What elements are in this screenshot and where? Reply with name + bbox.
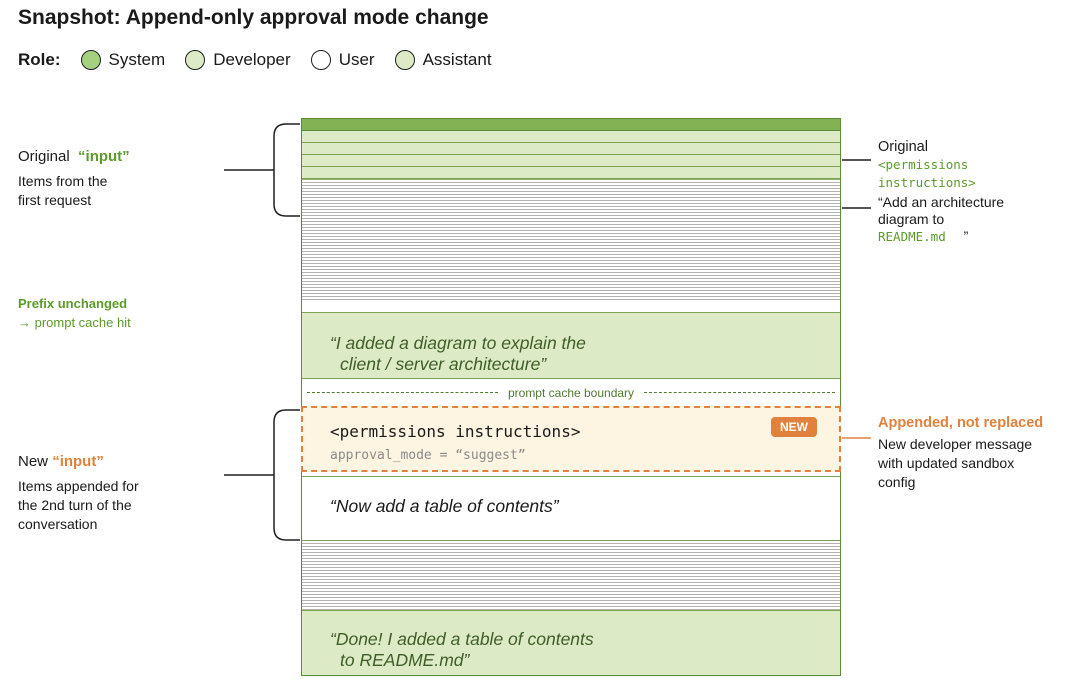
new-input-heading: New “input” (18, 452, 104, 471)
approval-mode-config: approval_mode = “suggest” (330, 448, 526, 463)
legend-item-developer: Developer (185, 50, 291, 70)
legend-item-user: User (310, 50, 375, 70)
legend-item-system: System (80, 50, 166, 70)
original-heading-text: Original (18, 148, 70, 165)
appended-line: config (878, 474, 916, 490)
new-input-desc: Items appended for the 2nd turn of the c… (18, 477, 139, 534)
prefix-line: → prompt cache hit (18, 315, 131, 330)
legend-item-label: Developer (213, 50, 291, 69)
quote-line: “Add an architecture (878, 194, 1005, 210)
appended-note: Appended, not replaced New developer mes… (878, 414, 1043, 492)
new-badge: NEW (771, 417, 817, 437)
quote-line: diagram to (878, 211, 945, 227)
prefix-line: Prefix unchanged (18, 296, 128, 311)
legend-item-label: User (338, 50, 375, 69)
new-developer-message: <permissions instructions> approval_mode… (301, 406, 841, 472)
boundary-dash-right (644, 392, 836, 393)
developer-swatch-icon (185, 50, 206, 70)
page-title: Snapshot: Append-only approval mode chan… (18, 6, 489, 29)
desc-line: the 2nd turn of the (18, 497, 132, 513)
original-label: Original (878, 139, 928, 155)
assistant-reply-line: “I added a diagram to explain the (330, 333, 586, 353)
desc-line: Items from the (18, 173, 108, 189)
assistant-reply-line: “Done! I added a table of contents (330, 629, 594, 649)
system-swatch-icon (80, 50, 101, 70)
role-legend: Role: System Developer User Assistant (18, 48, 512, 72)
developer-message-rows (302, 131, 840, 179)
message-stack: “I added a diagram to explain the client… (301, 118, 841, 676)
new-heading-text: New (18, 453, 49, 470)
assistant-reply-line: to README.md” (340, 650, 470, 670)
legend-item-assistant: Assistant (394, 50, 492, 70)
assistant-message-2: “Done! I added a table of contents to RE… (302, 610, 840, 675)
user-message: “Now add a table of contents” (302, 476, 840, 540)
system-message-row (302, 119, 840, 131)
original-input-desc: Items from the first request (18, 172, 107, 210)
prompt-cache-boundary: prompt cache boundary (302, 378, 840, 406)
original-items-rows (302, 179, 840, 301)
legend-label: Role: (18, 50, 61, 69)
permissions-tag-line: instructions> (878, 175, 976, 190)
user-swatch-icon (310, 50, 331, 70)
readme-filename: README.md (878, 229, 946, 244)
desc-line: first request (18, 192, 92, 208)
appended-line: with updated sandbox (878, 455, 1015, 471)
permissions-tag-line: <permissions (878, 157, 969, 172)
assistant-message-1: “I added a diagram to explain the client… (302, 312, 840, 378)
new-keyword: “input” (52, 453, 104, 470)
permissions-tag: <permissions instructions> (330, 422, 581, 441)
prefix-note: Prefix unchanged → prompt cache hit (18, 294, 131, 332)
assistant-reply-line: client / server architecture” (340, 354, 547, 374)
original-keyword: “input” (78, 148, 130, 165)
original-input-heading: Original “input” (18, 147, 130, 166)
desc-line: Items appended for (18, 478, 139, 494)
boundary-dash-left (307, 392, 498, 393)
appended-heading: Appended, not replaced (878, 415, 1044, 431)
legend-item-label: System (108, 50, 166, 69)
new-items-rows (302, 540, 840, 610)
quote-close: ” (963, 228, 969, 244)
cache-boundary-label: prompt cache boundary (507, 385, 635, 400)
user-message-text: “Now add a table of contents” (330, 496, 559, 516)
legend-item-label: Assistant (422, 50, 492, 69)
desc-line: conversation (18, 516, 98, 532)
original-user-quote: “Add an architecture diagram to README.m… (878, 194, 1004, 245)
original-permissions-note: Original <permissions instructions> (878, 138, 976, 192)
appended-line: New developer message (878, 436, 1033, 452)
assistant-swatch-icon (394, 50, 415, 70)
